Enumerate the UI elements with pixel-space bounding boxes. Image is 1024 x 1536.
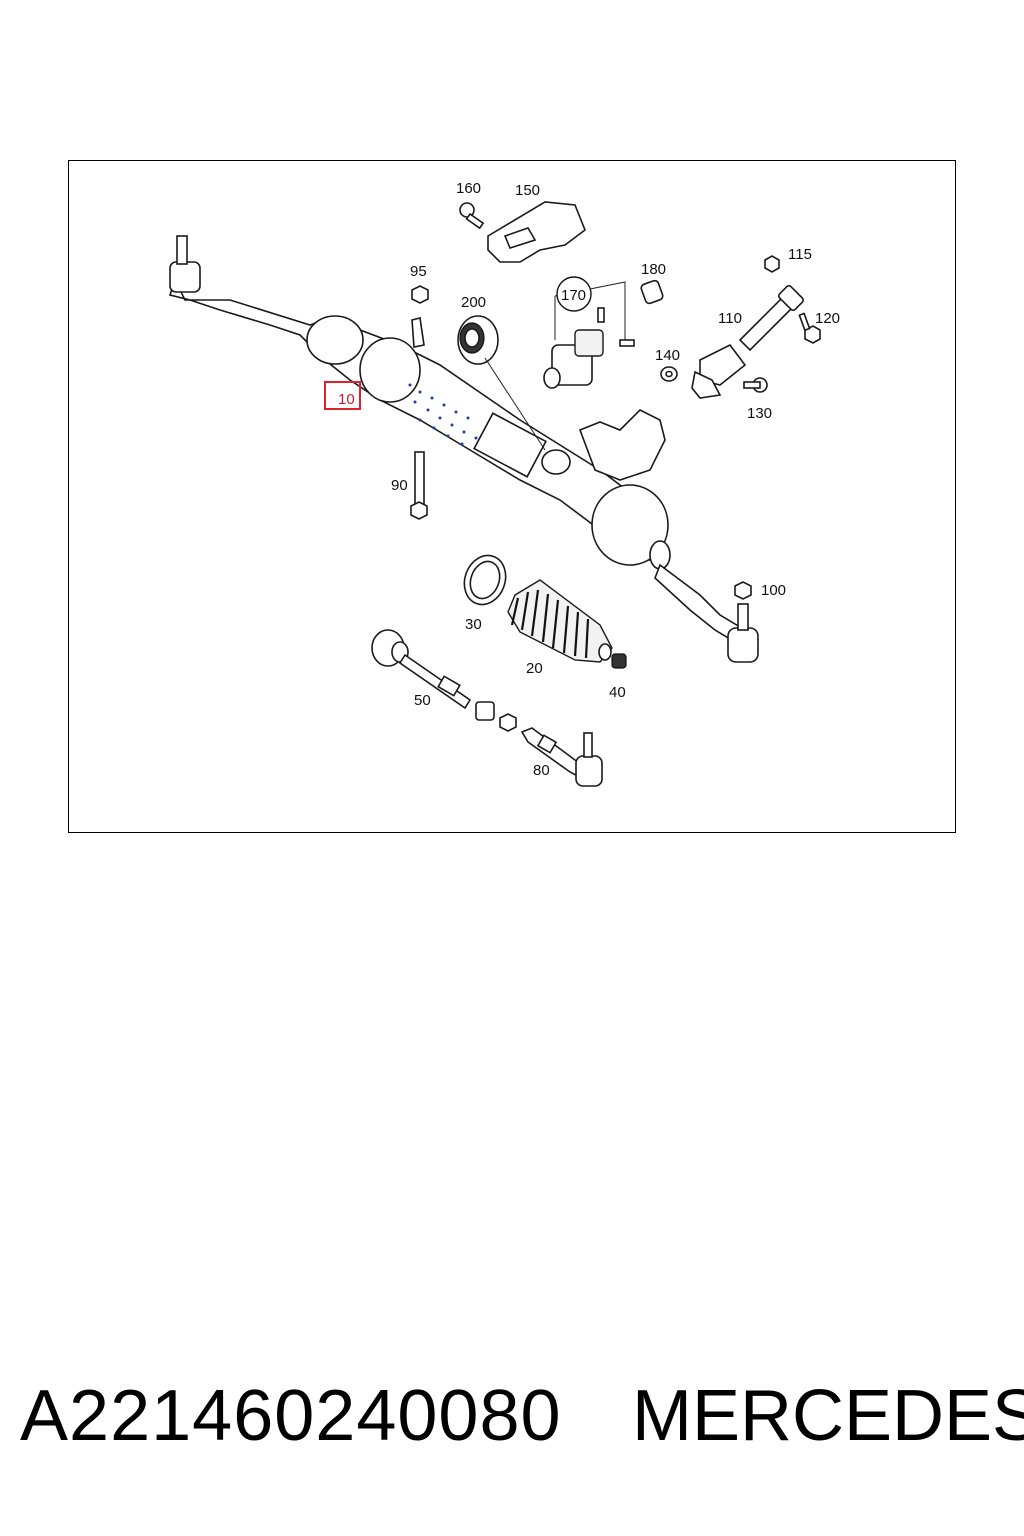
callout-115[interactable]: 115 [788,246,812,263]
callout-130[interactable]: 130 [747,405,772,422]
callout-150[interactable]: 150 [515,182,540,199]
clip-40[interactable] [611,653,627,669]
highlight-box-10 [324,381,361,410]
callout-160[interactable]: 160 [456,180,481,197]
adjuster-sleeve[interactable] [475,701,517,732]
sleeve-180[interactable] [640,279,664,305]
shaft-110[interactable] [691,285,804,399]
clamp-30[interactable] [458,550,513,611]
washer-140[interactable] [660,366,678,382]
bolt-160[interactable] [459,202,485,230]
tie-rod-50[interactable] [371,629,472,710]
bolt-120[interactable] [798,312,821,344]
nut-95[interactable] [411,285,429,304]
callout-140[interactable]: 140 [655,347,680,364]
callout-110[interactable]: 110 [718,310,742,327]
bolt-130[interactable] [743,377,768,393]
brand-name: MERCEDES [632,1376,1024,1456]
tie-rod-end-80[interactable] [520,727,603,787]
rack-texture-dots [408,383,478,446]
callout-10[interactable]: 10 [338,391,355,408]
callout-120[interactable]: 120 [815,310,840,327]
callout-80[interactable]: 80 [533,762,550,779]
callout-30[interactable]: 30 [465,616,482,633]
callout-50[interactable]: 50 [414,692,431,709]
callout-180[interactable]: 180 [641,261,666,278]
boot-20[interactable] [507,579,613,663]
callout-95[interactable]: 95 [410,263,427,280]
bracket-150[interactable] [487,201,586,263]
callout-20[interactable]: 20 [526,660,543,677]
bolt-90[interactable] [410,451,428,520]
callout-170[interactable]: 170 [561,287,586,304]
callout-100[interactable]: 100 [761,582,786,599]
seal-ring-200[interactable] [457,315,546,451]
callout-200[interactable]: 200 [461,294,486,311]
sensor-170[interactable] [543,281,635,389]
steering-rack-assembly[interactable] [168,235,759,663]
callout-90[interactable]: 90 [391,477,408,494]
part-number: A221460240080 [20,1376,562,1456]
callout-40[interactable]: 40 [609,684,626,701]
nut-115[interactable] [764,255,780,273]
footer: A221460240080 MERCEDES [0,1375,1024,1475]
nut-100[interactable] [734,581,752,600]
callout-170-circle [556,276,592,312]
